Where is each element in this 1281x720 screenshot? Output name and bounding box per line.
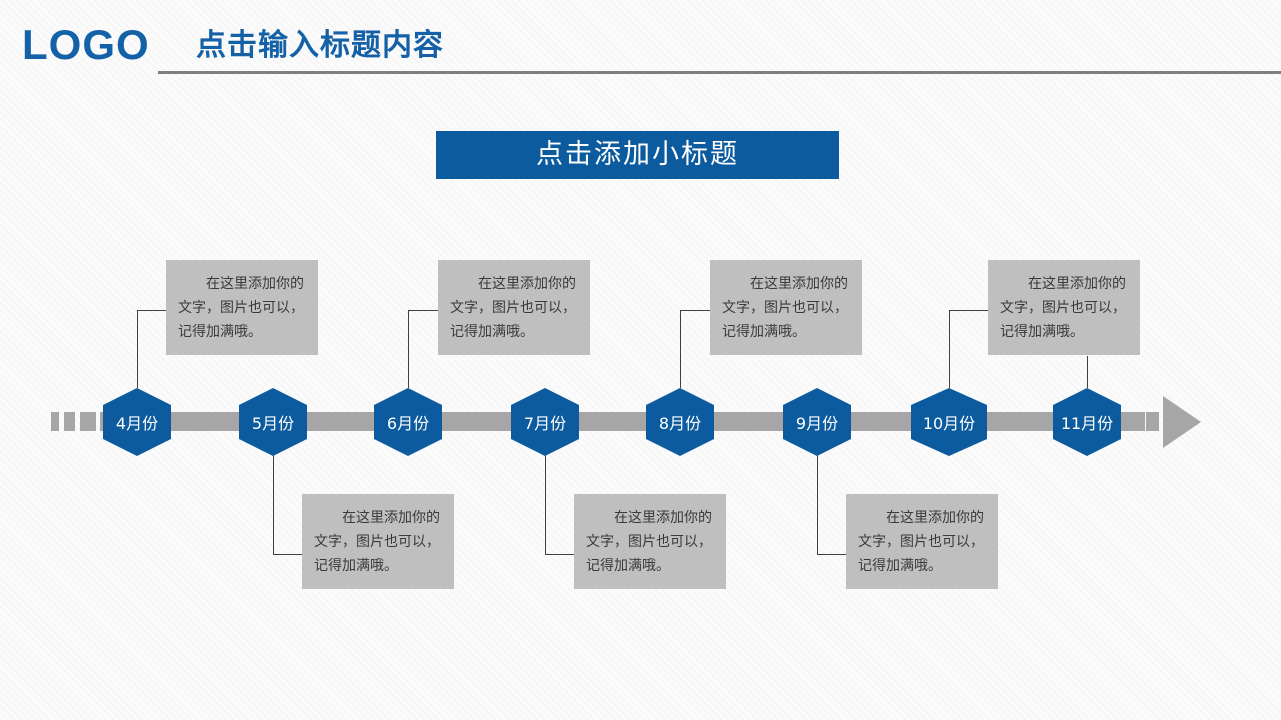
track-dash-left-2 [64, 412, 75, 431]
note-box-top-4[interactable]: 在这里添加你的文字，图片也可以，记得加满哦。 [988, 260, 1140, 355]
logo: LOGO [22, 21, 150, 68]
milestone-hexagon-2[interactable]: 5月份 [239, 388, 307, 456]
connector-3-horizontal [408, 310, 440, 311]
timeline-track [100, 412, 1145, 431]
connector-7-vertical [949, 310, 950, 388]
connector-1-vertical [137, 310, 138, 388]
note-box-top-1[interactable]: 在这里添加你的文字，图片也可以，记得加满哦。 [166, 260, 318, 355]
milestone-hexagon-7[interactable]: 10月份 [911, 388, 987, 456]
track-dash-right-1 [1120, 412, 1140, 431]
milestone-hexagon-6[interactable]: 9月份 [783, 388, 851, 456]
milestone-hexagon-3[interactable]: 6月份 [374, 388, 442, 456]
connector-4-horizontal [545, 554, 575, 555]
track-dash-left-3 [80, 412, 96, 431]
connector-3-vertical [408, 310, 409, 388]
connector-5-horizontal [680, 310, 712, 311]
subtitle-banner[interactable]: 点击添加小标题 [436, 131, 839, 179]
note-box-top-2[interactable]: 在这里添加你的文字，图片也可以，记得加满哦。 [438, 260, 590, 355]
timeline-arrow-icon [1163, 396, 1201, 448]
track-dash-right-2 [1146, 412, 1159, 431]
note-box-bottom-3[interactable]: 在这里添加你的文字，图片也可以，记得加满哦。 [846, 494, 998, 589]
note-box-bottom-1[interactable]: 在这里添加你的文字，图片也可以，记得加满哦。 [302, 494, 454, 589]
connector-2-horizontal [273, 554, 302, 555]
connector-1-horizontal [137, 310, 168, 311]
page-title[interactable]: 点击输入标题内容 [196, 28, 444, 63]
connector-7-horizontal [949, 310, 990, 311]
note-box-top-3[interactable]: 在这里添加你的文字，图片也可以，记得加满哦。 [710, 260, 862, 355]
connector-2-vertical [273, 455, 274, 554]
connector-6-horizontal [817, 554, 847, 555]
note-box-bottom-2[interactable]: 在这里添加你的文字，图片也可以，记得加满哦。 [574, 494, 726, 589]
connector-4-vertical [545, 455, 546, 554]
connector-6-vertical [817, 455, 818, 554]
connector-5-vertical [680, 310, 681, 388]
milestone-hexagon-5[interactable]: 8月份 [646, 388, 714, 456]
milestone-hexagon-4[interactable]: 7月份 [511, 388, 579, 456]
connector-8-vertical [1087, 356, 1088, 388]
header-divider [158, 71, 1281, 74]
milestone-hexagon-8[interactable]: 11月份 [1053, 388, 1121, 456]
milestone-hexagon-1[interactable]: 4月份 [103, 388, 171, 456]
track-dash-left-1 [51, 412, 59, 431]
